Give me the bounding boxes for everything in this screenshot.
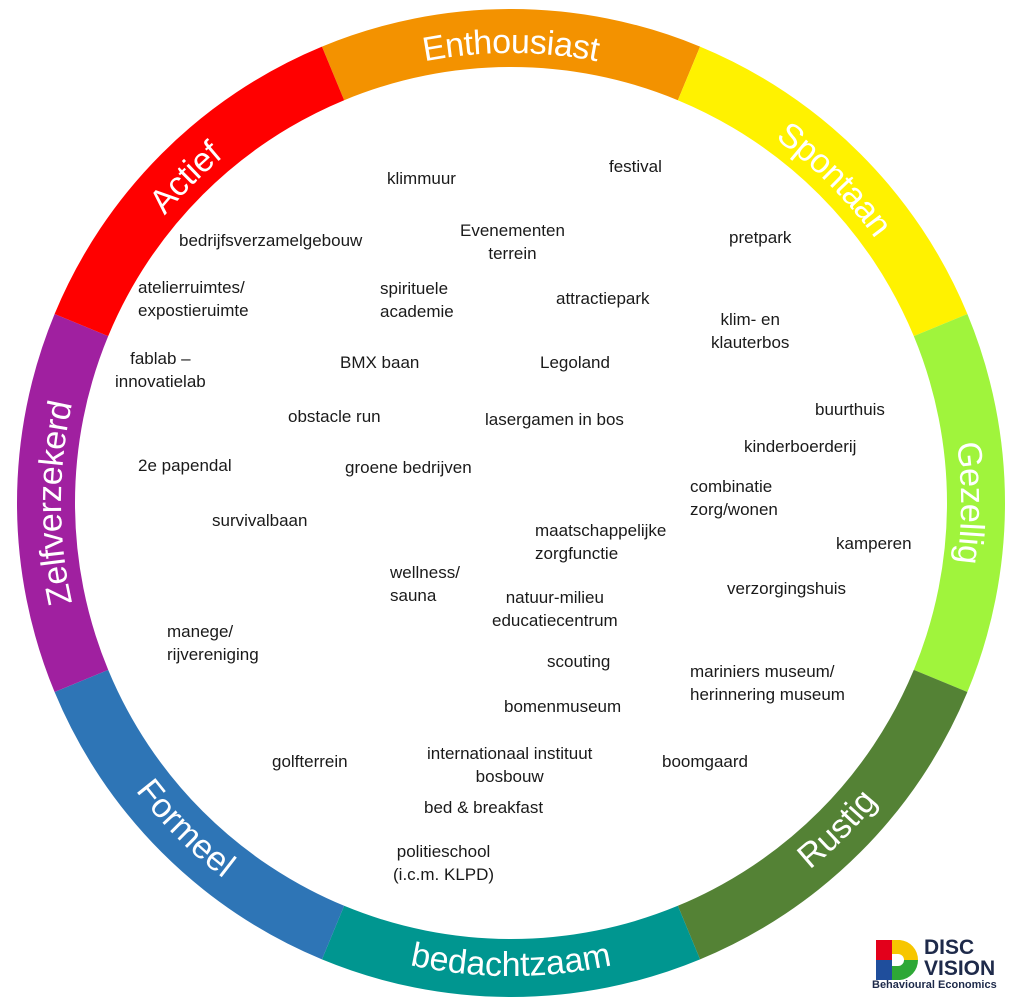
item-festival: festival (609, 157, 662, 176)
item-boomgaard: boomgaard (662, 752, 749, 771)
item-survivalbaan: survivalbaan (212, 511, 308, 530)
item-atelierruimtes: atelierruimtes/expostieruimte (138, 278, 249, 320)
segment-gezellig (913, 313, 1005, 693)
item-lasergamen: lasergamen in bos (485, 410, 624, 429)
item-bomenmuseum: bomenmuseum (504, 697, 622, 716)
logo-disc-text: DISC (924, 936, 975, 959)
item-wellness-sauna: wellness/sauna (390, 563, 460, 605)
logo-tagline: Behavioural Economics (872, 979, 997, 991)
item-kinderboerderij: kinderboerderij (744, 437, 857, 456)
segment-label-gezellig: Gezellig (949, 440, 991, 566)
item-mariniers-museum: mariniers museum/herinnering museum (690, 662, 845, 704)
item-obstacle-run: obstacle run (288, 407, 381, 426)
item-scouting: scouting (547, 652, 611, 671)
item-groene-bedrijven: groene bedrijven (345, 458, 472, 477)
disc-logo-mark-icon (876, 940, 919, 980)
item-klimmuur: klimmuur (387, 169, 456, 188)
segment-enthousiast (321, 9, 701, 101)
item-bedrijfsverzamelgebouw: bedrijfsverzamelgebouw (179, 231, 363, 250)
segment-rustig (677, 669, 968, 960)
segment-spontaan (677, 46, 968, 337)
segment-zelfverzekerd (17, 313, 109, 693)
item-kamperen: kamperen (836, 534, 912, 553)
segment-actief (54, 46, 345, 337)
item-fablab: fablab –innovatielab (115, 349, 206, 391)
item-2e-papendal: 2e papendal (138, 456, 232, 475)
item-golfterrein: golfterrein (272, 752, 348, 771)
item-attractiepark: attractiepark (556, 289, 650, 308)
item-manege-rijvereniging: manege/rijvereniging (167, 622, 259, 664)
logo-vision-text: VISION (924, 957, 996, 980)
item-verzorgingshuis: verzorgingshuis (727, 579, 847, 598)
item-legoland: Legoland (540, 353, 610, 372)
item-pretpark: pretpark (729, 228, 792, 247)
item-politieschool: politieschool(i.c.m. KLPD) (393, 842, 495, 884)
item-bmx-baan: BMX baan (340, 353, 420, 372)
disc-vision-logo: DISC VISION Behavioural Economics (872, 936, 1022, 996)
item-buurthuis: buurthuis (815, 400, 885, 419)
item-bed-breakfast: bed & breakfast (424, 798, 544, 817)
segment-formeel (54, 669, 345, 960)
segment-bedachtzaam (321, 905, 701, 997)
